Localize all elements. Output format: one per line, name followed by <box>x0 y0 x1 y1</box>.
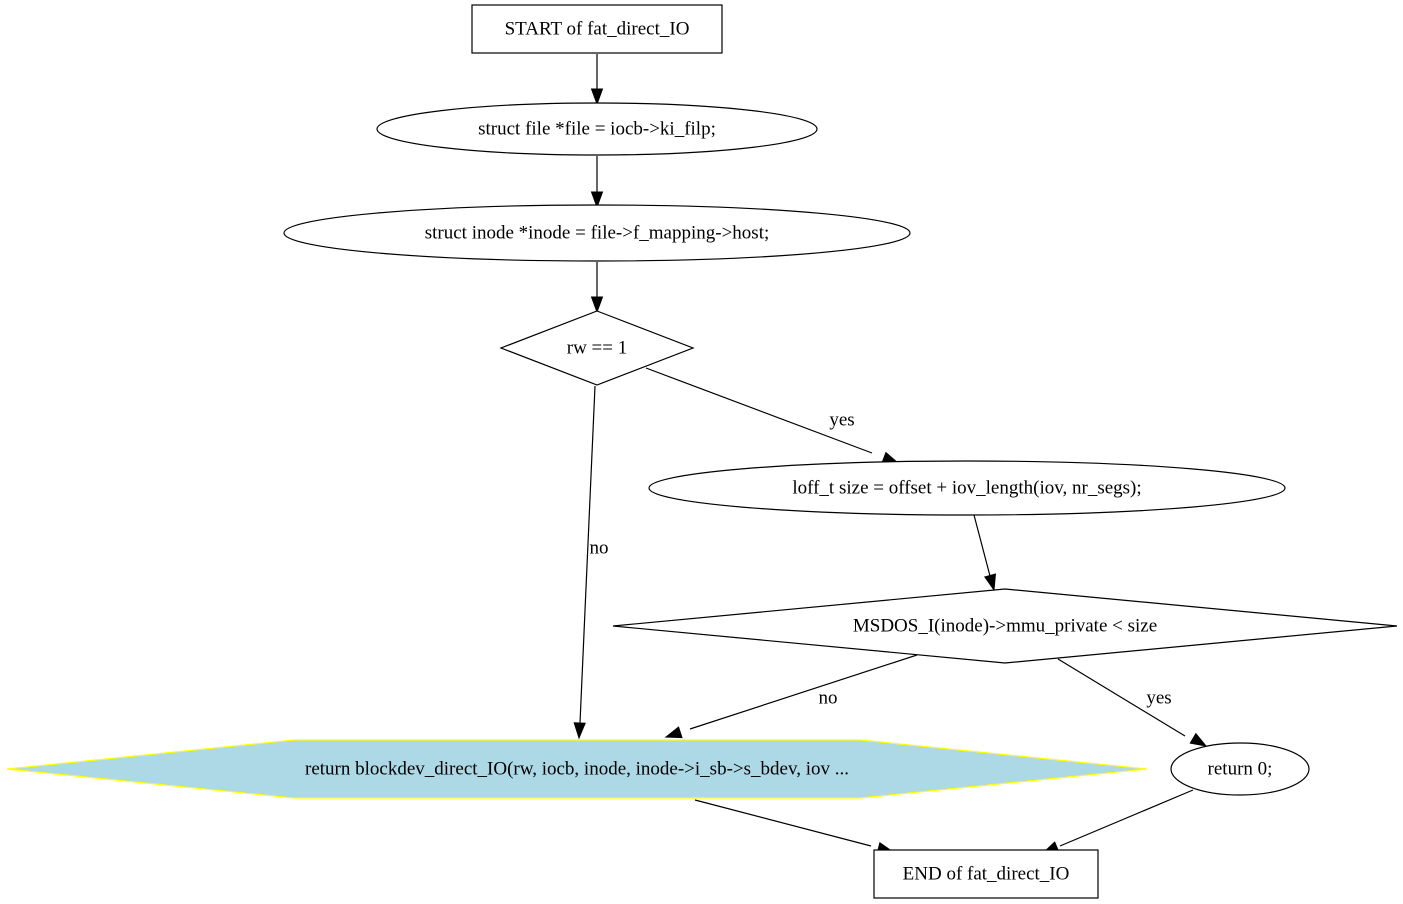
edge-d2-to-ret0 <box>1057 658 1208 747</box>
node-label: END of fat_direct_IO <box>903 863 1070 884</box>
edge-n2-to-d1 <box>590 262 604 314</box>
edge-line <box>973 514 991 577</box>
ellipse-shape <box>283 204 911 262</box>
edge-labels-layer: yes no no yes <box>590 409 1172 708</box>
node-label: rw == 1 <box>567 337 627 358</box>
diamond-shape <box>499 310 695 386</box>
edge-line <box>689 654 918 730</box>
node-label: return 0; <box>1208 758 1273 779</box>
edge-label-yes: yes <box>829 409 854 430</box>
box-shape <box>471 4 723 54</box>
node-label: struct inode *inode = file->f_mapping->h… <box>425 222 770 243</box>
edge-n1-to-n2 <box>590 156 604 209</box>
node-label: loff_t size = offset + iov_length(iov, n… <box>792 477 1141 498</box>
node-ret_blk: return blockdev_direct_IO(rw, iocb, inod… <box>6 739 1148 799</box>
edge-line <box>645 367 873 454</box>
arrowhead <box>590 191 604 209</box>
node-end: END of fat_direct_IO <box>873 849 1099 899</box>
edge-line <box>1057 658 1186 737</box>
arrowhead <box>1189 732 1208 747</box>
edge-line <box>579 385 596 724</box>
diamond-shape <box>612 588 1398 664</box>
arrowhead <box>573 722 586 740</box>
edge-label-no: no <box>590 537 609 558</box>
node-n1: struct file *file = iocb->ki_filp; <box>376 102 818 156</box>
edge-n3-to-d2 <box>973 514 997 592</box>
arrowhead <box>590 296 604 314</box>
node-n2: struct inode *inode = file->f_mapping->h… <box>283 204 911 262</box>
node-label: MSDOS_I(inode)->mmu_private < size <box>853 615 1157 636</box>
node-label: START of fat_direct_IO <box>505 18 690 39</box>
edge-start-to-n1 <box>590 54 604 106</box>
hexagon-shape <box>6 739 1148 799</box>
edge-d1-to-n3 <box>645 367 900 464</box>
edge-line <box>694 799 872 847</box>
node-label: struct file *file = iocb->ki_filp; <box>478 118 716 139</box>
edge-label-yes: yes <box>1146 687 1171 708</box>
edge-label-no: no <box>819 687 838 708</box>
edge-ret0-to-end <box>1041 789 1194 854</box>
node-d1: rw == 1 <box>499 310 695 386</box>
node-n3: loff_t size = offset + iov_length(iov, n… <box>648 460 1286 516</box>
node-d2: MSDOS_I(inode)->mmu_private < size <box>612 588 1398 664</box>
ellipse-shape <box>1170 742 1310 796</box>
edge-ret_blk-to-end <box>694 799 895 855</box>
arrowhead <box>984 573 997 592</box>
edges-layer <box>573 54 1208 855</box>
box-shape <box>873 849 1099 899</box>
node-label: return blockdev_direct_IO(rw, iocb, inod… <box>305 758 849 779</box>
edge-d2-to-ret_blk <box>664 654 918 739</box>
edge-d1-to-ret_blk <box>573 385 596 740</box>
edge-line <box>1059 789 1194 847</box>
arrowhead <box>590 88 604 106</box>
arrowhead <box>664 726 683 739</box>
node-ret0: return 0; <box>1170 742 1310 796</box>
ellipse-shape <box>648 460 1286 516</box>
node-start: START of fat_direct_IO <box>471 4 723 54</box>
ellipse-shape <box>376 102 818 156</box>
